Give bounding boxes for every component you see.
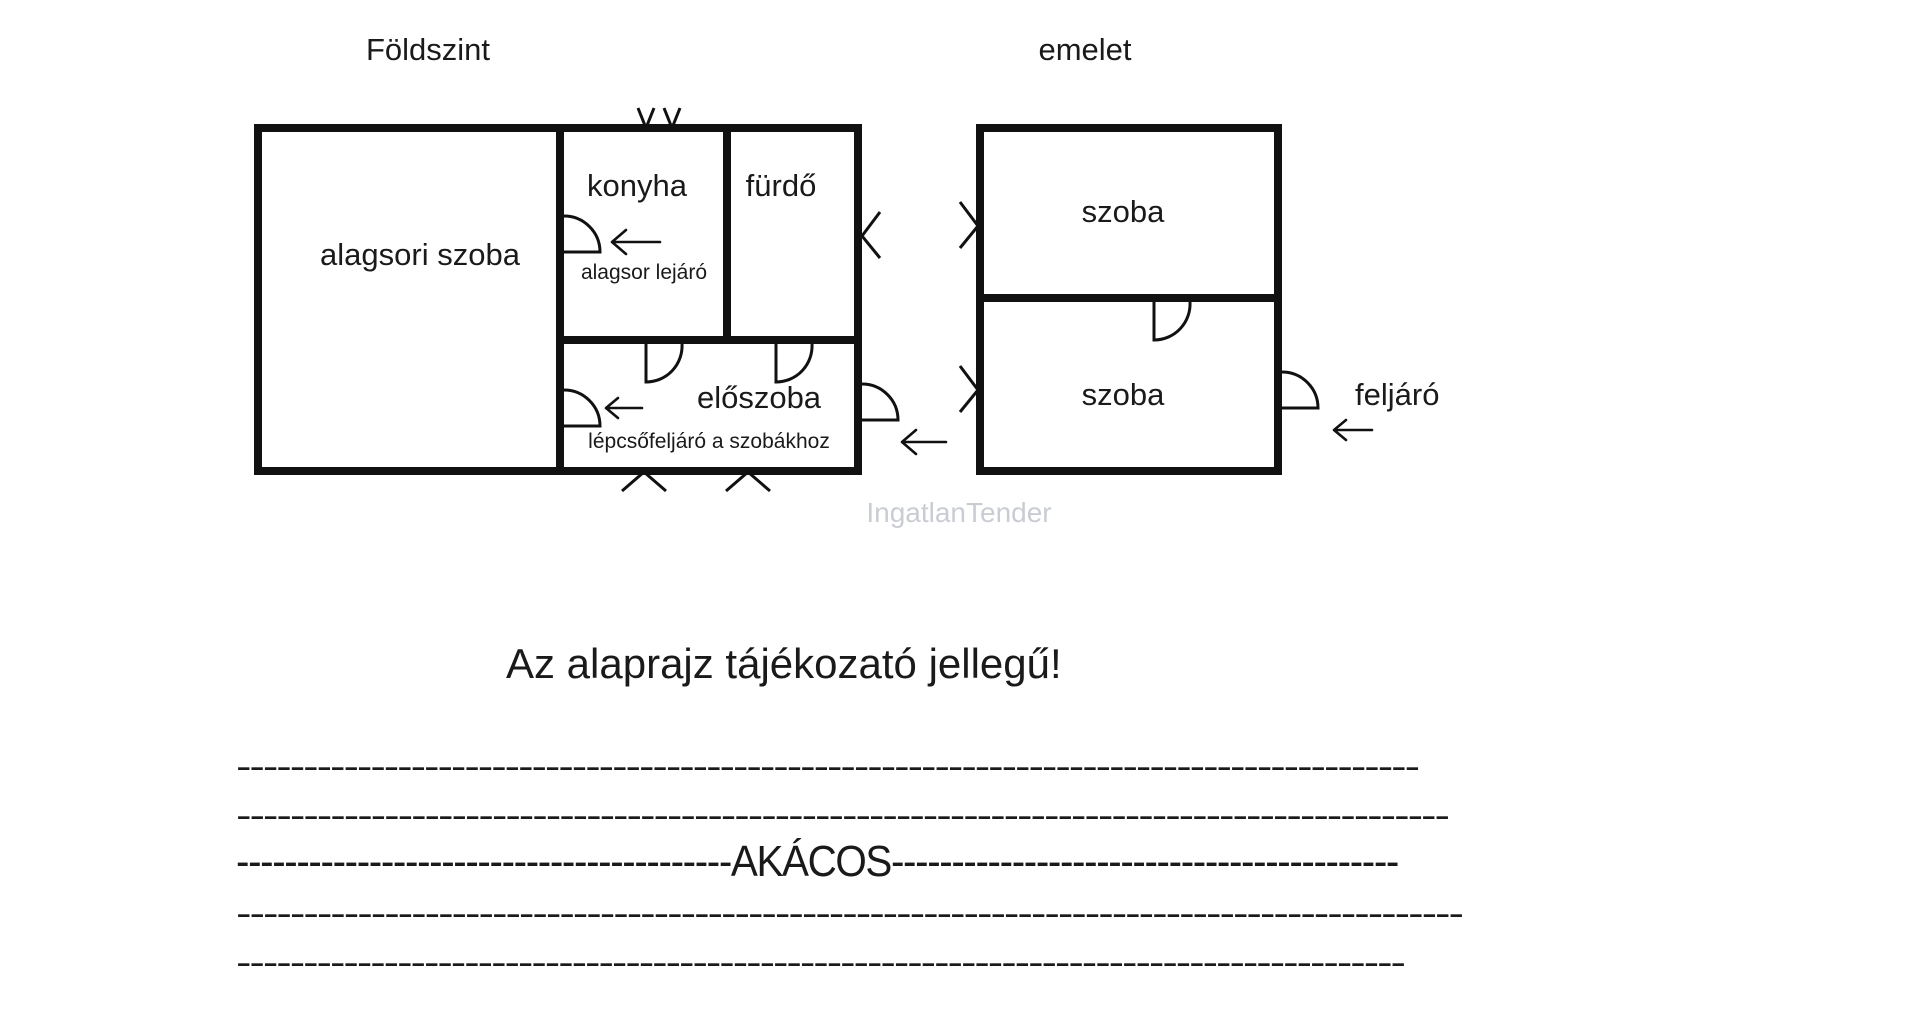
room-label-basement: alagsori szoba <box>320 237 521 272</box>
ground-floor-walls <box>254 124 862 475</box>
window-icon <box>725 470 771 493</box>
left-arrow-icon <box>1332 418 1374 442</box>
disclaimer-note: Az alaprajz tájékozató jellegű! <box>506 640 1062 687</box>
dash-line-3: ----------------------------------------… <box>236 837 1398 886</box>
window-icon <box>621 470 667 493</box>
door-swing-icon <box>1152 301 1192 342</box>
basement-stairs-label: alagsor lejáró <box>581 261 707 284</box>
door-swing-icon <box>563 388 602 428</box>
dash-line-5: ----------------------------------------… <box>236 944 1404 982</box>
dash-line-2: ----------------------------------------… <box>236 797 1448 835</box>
stairs-to-rooms-label: lépcsőfeljáró a szobákhoz <box>588 430 830 453</box>
door-swing-icon <box>774 343 814 384</box>
ground-floor-title: Földszint <box>366 32 490 67</box>
watermark: IngatlanTender <box>866 497 1051 528</box>
window-icon <box>636 107 682 133</box>
door-swing-icon <box>563 214 602 254</box>
window-icon <box>860 211 882 259</box>
room-label-upper-2: szoba <box>1082 377 1165 412</box>
door-swing-icon <box>1281 370 1320 410</box>
window-icon <box>958 201 980 249</box>
room-label-upper-1: szoba <box>1082 194 1165 229</box>
upper-floor-title: emelet <box>1038 32 1131 67</box>
upper-floor-walls <box>976 124 1282 475</box>
room-label-hall: előszoba <box>697 380 822 415</box>
left-arrow-icon <box>610 228 662 256</box>
left-arrow-icon <box>900 428 948 456</box>
room-label-bathroom: fürdő <box>746 168 817 203</box>
left-arrow-icon <box>604 396 644 420</box>
dash-line-1: ----------------------------------------… <box>236 748 1418 786</box>
upper-access-label: feljáró <box>1355 377 1439 412</box>
dash-line-4: ----------------------------------------… <box>236 895 1462 933</box>
door-swing-icon <box>861 382 900 422</box>
window-icon <box>958 365 980 413</box>
door-swing-icon <box>644 343 684 384</box>
room-label-kitchen: konyha <box>587 168 688 203</box>
